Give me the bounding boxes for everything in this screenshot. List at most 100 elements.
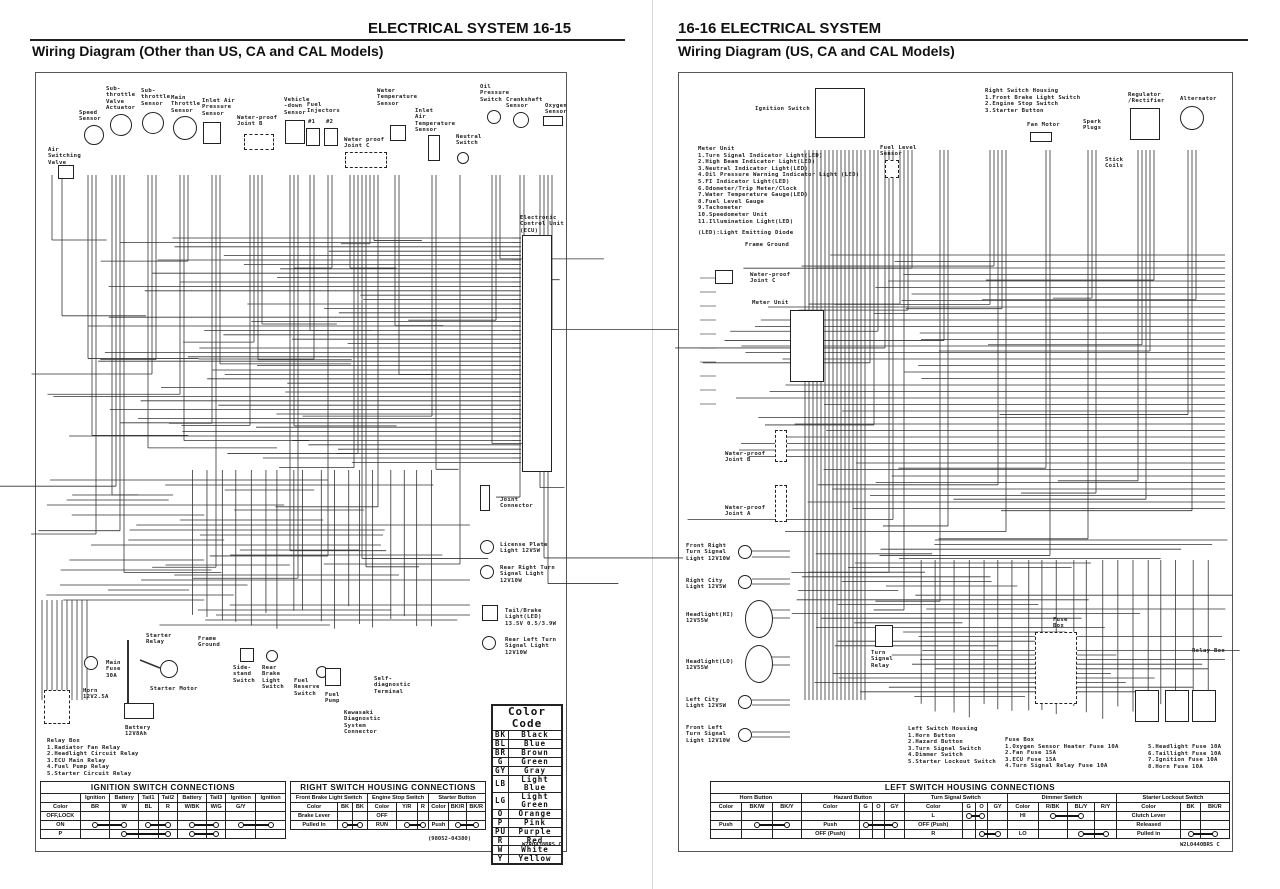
label-starter-motor: Starter Motor (150, 686, 198, 692)
wire-color-cell: Color (710, 802, 742, 812)
joint-a-shape-right (775, 485, 787, 522)
switch-position: OFF,LOCK (40, 811, 81, 821)
table-cell (447, 811, 468, 821)
wire-color-cell: O (871, 802, 886, 812)
label-horn: Horn 12V2.5A (83, 688, 109, 701)
group-header: Starter Lockout Switch (1115, 793, 1231, 803)
connection-bar (189, 831, 220, 837)
wire-color-cell: W (109, 802, 139, 812)
table-cell (710, 811, 742, 821)
legend-line: Right Switch Housing (985, 88, 1059, 94)
column-header: Tail2 (157, 793, 179, 803)
legend-line: 5.FI Indicator Light(LED) (698, 178, 790, 185)
label-self-diag: Self- diagnostic Terminal (374, 676, 411, 695)
table-cell (79, 829, 111, 839)
right-city-shape (738, 575, 752, 589)
sidestand-switch-shape (240, 648, 254, 662)
oxygen-sensor-shape (543, 116, 563, 126)
legend-line: 1.Radiator Fan Relay (47, 744, 121, 751)
label-fuel-pump: Fuel Pump (325, 692, 340, 705)
table-cell (740, 811, 774, 821)
table-cell: R (903, 829, 963, 839)
pressure-sensor-shape (203, 122, 221, 144)
legend-line: 5.Starter Lockout Switch (908, 758, 997, 765)
label-inlet-air-temp: Inlet Air Temperature Sensor (415, 108, 456, 134)
table-cell: HI (1006, 811, 1039, 821)
table-cell (255, 811, 286, 821)
wire-color-cell: BK/R (447, 802, 468, 812)
wire-color-cell: R (157, 802, 179, 812)
air-switching-valve-shape (58, 165, 74, 179)
wire-color-cell: O (974, 802, 989, 812)
wire-color-cell: BK/W (740, 802, 774, 812)
actuator-shape (110, 114, 132, 136)
label-frame-ground: Frame Ground (198, 636, 221, 649)
label-kds-connector: Kawasaki Diagnostic System Connector (344, 710, 381, 736)
label-sidestand: Side- stand Switch (233, 665, 256, 684)
legend-line: Relay Box (47, 738, 81, 744)
table-cell (225, 829, 257, 839)
table-title: LEFT SWITCH HOUSING CONNECTIONS (710, 781, 1230, 794)
table-cell: OFF (366, 811, 398, 821)
table-title-row: RIGHT SWITCH HOUSING CONNECTIONS (290, 781, 486, 794)
label-front-left-turn: Front Left Turn Signal Light 12V10W (686, 725, 731, 744)
group-header: Starter Button (428, 793, 486, 803)
wire-color-cell: R/Y (1094, 802, 1117, 812)
legend-line: 9.Tachometer (698, 205, 743, 212)
legend-line: 4.Dimmer Switch (908, 752, 964, 759)
legend-line: 2.Hazard Button (908, 739, 964, 746)
position-row: OFF,LOCK (40, 811, 286, 821)
label-joint-b-right: Water-proof Joint B (725, 451, 766, 464)
group-header: Front Brake Light Switch (290, 793, 368, 803)
label-battery: Battery 12V8Ah (125, 725, 151, 738)
injector-1-shape (306, 128, 320, 146)
main-throttle-sensor-shape (173, 116, 197, 140)
table-cell (1006, 820, 1039, 830)
connection-bar (145, 822, 171, 828)
label-fuel-reserve: Fuel Reserve Switch (294, 678, 320, 697)
table-title-row: IGNITION SWITCH CONNECTIONS (40, 781, 286, 794)
wire-color-cell: BL (137, 802, 159, 812)
legend-line: 1.Front Brake Light Switch (985, 94, 1081, 101)
wire-color-cell: Color (1006, 802, 1039, 812)
table-cell (1199, 820, 1231, 830)
wire-color-cell: BK (1180, 802, 1201, 812)
table-cell (961, 820, 976, 830)
legend-line: 3.ECU Main Relay (47, 757, 106, 764)
color-code-title: Color Code (491, 704, 563, 731)
legend-line: Meter Unit (698, 146, 735, 152)
connection-bar (454, 822, 479, 828)
label-fan-motor: Fan Motor (1027, 122, 1061, 128)
label-front-right-turn: Front Right Turn Signal Light 12V10W (686, 543, 731, 562)
alternator-shape (1180, 106, 1204, 130)
wire-color-cell: BK/R (466, 802, 486, 812)
legend-line: 3.Turn Signal Switch (908, 745, 982, 752)
wire (139, 659, 161, 669)
front-left-turn-shape (738, 728, 752, 742)
connection-bar (121, 831, 171, 837)
label-fuse-box: Fuse Box (1053, 617, 1068, 630)
color-name: Yellow (508, 854, 563, 865)
table-cell: Pulled In (289, 820, 339, 830)
wire-color-cell: BK/Y (772, 802, 802, 812)
page-divider (652, 0, 653, 889)
color-abbreviation: LB (491, 775, 510, 793)
switch-position: ON (40, 820, 81, 830)
table-cell (337, 811, 353, 821)
table-title: IGNITION SWITCH CONNECTIONS (40, 781, 286, 794)
wire-color-cell: R/BK (1037, 802, 1068, 812)
connection-bar (1187, 831, 1219, 837)
wire-color-cell (255, 802, 286, 812)
label-fuel-injectors: Fuel Injectors (307, 102, 341, 115)
sub-throttle-sensor-shape (142, 112, 164, 134)
left-city-shape (738, 695, 752, 709)
table-cell: Push (710, 820, 742, 830)
license-light-shape (480, 540, 494, 554)
label-fuel-level: Fuel Level Sensor (880, 145, 917, 158)
table-cell: L (903, 811, 963, 821)
